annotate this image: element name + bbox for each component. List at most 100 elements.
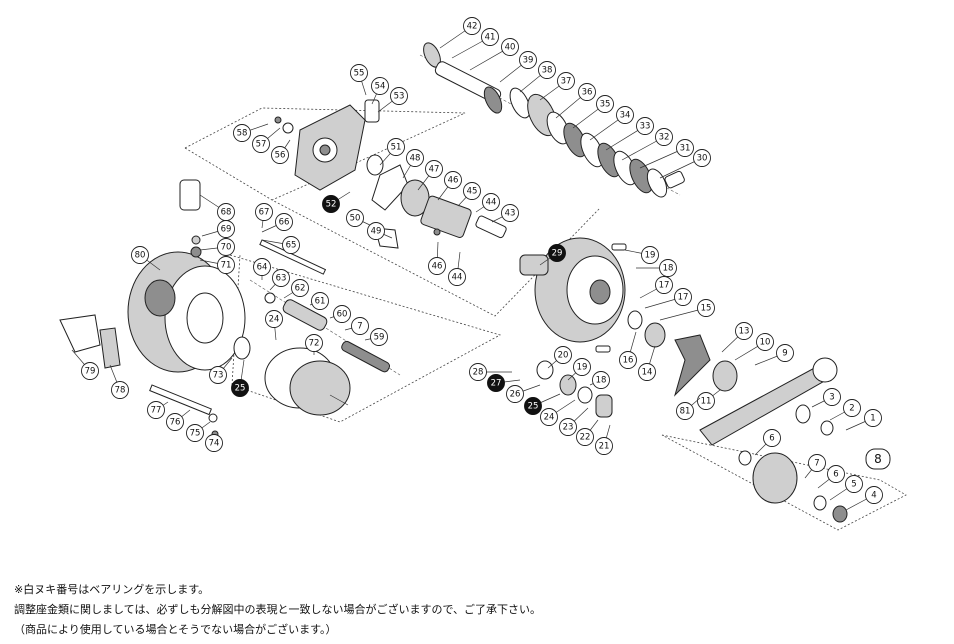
callout-number: 61 xyxy=(315,297,326,307)
callout-64: 64 xyxy=(253,258,271,276)
callout-43: 43 xyxy=(501,204,519,222)
callout-number: 77 xyxy=(151,406,162,416)
callout-number: 79 xyxy=(85,367,96,377)
callout-number: 19 xyxy=(645,251,656,261)
callout-circle xyxy=(428,257,446,275)
callout-circle xyxy=(463,182,481,200)
callout-17: 17 xyxy=(655,276,673,294)
callout-circle xyxy=(81,362,99,380)
callout-number: 76 xyxy=(170,418,181,428)
callout-number: 47 xyxy=(429,165,440,175)
callout-32: 32 xyxy=(655,128,673,146)
callout-68: 68 xyxy=(217,203,235,221)
callout-6: 6 xyxy=(827,465,845,483)
callout-number: 67 xyxy=(259,208,270,218)
callout-number: 42 xyxy=(467,22,478,32)
callout-number: 72 xyxy=(309,339,320,349)
callout-circle xyxy=(827,465,845,483)
callout-34: 34 xyxy=(616,106,634,124)
callout-circle xyxy=(186,424,204,442)
callout-circle xyxy=(305,334,323,352)
callout-46: 46 xyxy=(428,257,446,275)
callout-number: 14 xyxy=(642,368,653,378)
callout-26: 26 xyxy=(506,385,524,403)
callout-78: 78 xyxy=(111,381,129,399)
callout-circle xyxy=(501,204,519,222)
callout-69: 69 xyxy=(217,220,235,238)
callout-22: 22 xyxy=(576,428,594,446)
callout-35: 35 xyxy=(596,95,614,113)
callout-circle xyxy=(548,244,566,262)
callout-circle xyxy=(843,399,861,417)
callout-25: 25 xyxy=(524,397,542,415)
callout-10: 10 xyxy=(756,333,774,351)
callout-circle xyxy=(573,358,591,376)
callout-circle xyxy=(559,418,577,436)
note-usage: （商品により使用している場合とそうでない場合がございます。） xyxy=(14,623,337,636)
callout-number: 34 xyxy=(620,111,631,121)
callout-44: 44 xyxy=(448,268,466,286)
callout-number: 9 xyxy=(782,349,787,359)
callout-number: 33 xyxy=(640,122,651,132)
callout-number: 52 xyxy=(326,200,337,210)
callout-number: 73 xyxy=(213,371,224,381)
callout-number: 43 xyxy=(505,209,516,219)
callout-circle xyxy=(311,292,329,310)
callout-14: 14 xyxy=(638,363,656,381)
callout-circle xyxy=(554,346,572,364)
callout-24: 24 xyxy=(540,408,558,426)
callout-57: 57 xyxy=(252,135,270,153)
main-shaft-assembly xyxy=(419,42,685,198)
figure-label: 8 xyxy=(865,448,891,470)
callout-circle xyxy=(756,333,774,351)
callout-16: 16 xyxy=(619,351,637,369)
callout-number: 81 xyxy=(680,407,691,417)
callout-4: 4 xyxy=(865,486,883,504)
callout-54: 54 xyxy=(371,77,389,95)
callout-number: 32 xyxy=(659,133,670,143)
callout-2: 2 xyxy=(843,399,861,417)
callout-circle xyxy=(693,149,711,167)
callout-number: 24 xyxy=(544,413,555,423)
callout-53: 53 xyxy=(390,87,408,105)
callout-circle xyxy=(676,139,694,157)
callout-number: 74 xyxy=(209,439,220,449)
callout-number: 21 xyxy=(599,442,610,452)
callout-number: 46 xyxy=(448,176,459,186)
callout-number: 17 xyxy=(678,293,689,303)
callout-36: 36 xyxy=(578,83,596,101)
callout-3: 3 xyxy=(823,388,841,406)
callout-49: 49 xyxy=(367,222,385,240)
callout-number: 23 xyxy=(563,423,574,433)
frame-plate-assembly xyxy=(274,99,380,191)
callout-44: 44 xyxy=(482,193,500,211)
callout-circle xyxy=(592,371,610,389)
callout-number: 1 xyxy=(870,414,875,424)
callout-circle xyxy=(638,363,656,381)
callout-51: 51 xyxy=(387,138,405,156)
callout-number: 51 xyxy=(391,143,402,153)
callout-circle xyxy=(444,171,462,189)
callout-number: 44 xyxy=(486,198,497,208)
callout-circle xyxy=(217,256,235,274)
callout-number: 24 xyxy=(269,315,280,325)
callout-circle xyxy=(333,305,351,323)
callout-circle xyxy=(676,402,694,420)
callout-45: 45 xyxy=(463,182,481,200)
callout-number: 6 xyxy=(833,470,838,480)
callout-number: 27 xyxy=(491,379,502,389)
callout-number: 18 xyxy=(596,376,607,386)
callout-number: 22 xyxy=(580,433,591,443)
callout-number: 26 xyxy=(510,390,521,400)
callout-number: 37 xyxy=(561,77,572,87)
callout-number: 75 xyxy=(190,429,201,439)
callout-48: 48 xyxy=(406,149,424,167)
callout-41: 41 xyxy=(481,28,499,46)
callout-number: 15 xyxy=(701,304,712,314)
callout-number: 4 xyxy=(871,491,876,501)
callout-circle xyxy=(576,428,594,446)
callout-79: 79 xyxy=(81,362,99,380)
callout-circle xyxy=(272,269,290,287)
figure-label-text: 8 xyxy=(874,452,882,466)
callout-number: 10 xyxy=(760,338,771,348)
